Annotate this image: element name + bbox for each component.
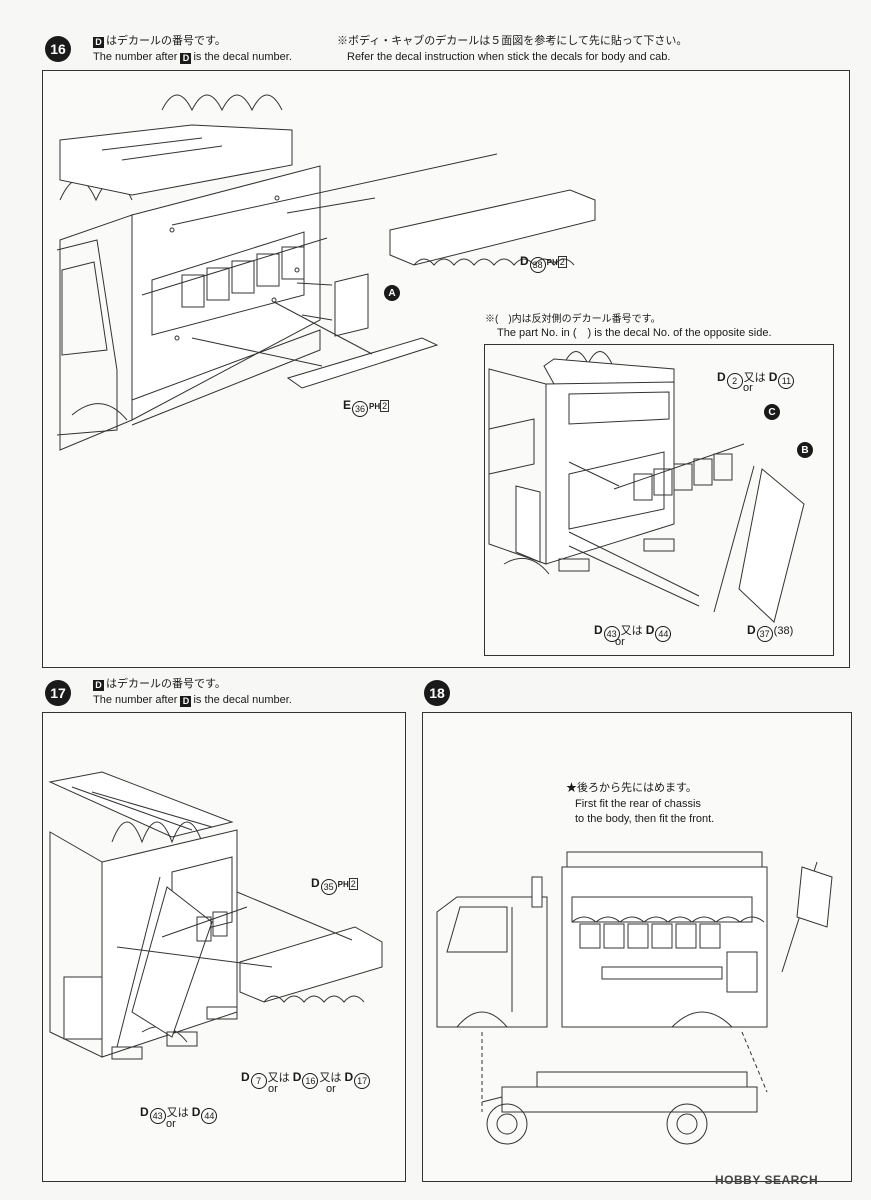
body-decal-ref-jp: ※ボディ・キャブのデカールは５面図を参考にして先に貼って下さい。 bbox=[337, 35, 688, 47]
step-number: 16 bbox=[45, 36, 71, 62]
step16-truck-body-drawing bbox=[56, 94, 596, 451]
watermark: HOBBY SEARCH bbox=[715, 1173, 819, 1187]
step17-awning-drawing bbox=[48, 771, 383, 1060]
part-c-badge: C bbox=[764, 404, 780, 420]
step16-opposite-side-drawing bbox=[488, 351, 805, 623]
decal-d-badge: D bbox=[93, 37, 104, 48]
fit-order-note-en-1: First fit the rear of chassis bbox=[575, 798, 701, 810]
opposite-side-note-en: The part No. in ( ) is the decal No. of … bbox=[497, 327, 772, 339]
part-b-badge: B bbox=[797, 442, 813, 458]
or-label: or bbox=[268, 1083, 278, 1095]
or-label: or bbox=[326, 1083, 336, 1095]
decal-d-badge: D bbox=[180, 53, 192, 64]
decal-d-badge: D bbox=[93, 680, 104, 691]
step-number: 18 bbox=[424, 680, 450, 706]
or-label: or bbox=[166, 1118, 176, 1130]
or-label: or bbox=[615, 636, 625, 648]
decal-d-badge: D bbox=[180, 696, 192, 707]
body-decal-ref-en: Refer the decal instruction when stick t… bbox=[347, 51, 671, 63]
opposite-side-note-jp: ※( )内は反対側のデカール番号です。 bbox=[485, 314, 661, 325]
step-number: 17 bbox=[45, 680, 71, 706]
step18-chassis-fit-drawing bbox=[436, 851, 833, 1145]
fit-order-note-en-2: to the body, then fit the front. bbox=[575, 813, 715, 825]
part-a-badge: A bbox=[384, 285, 400, 301]
or-label: or bbox=[743, 382, 753, 394]
fit-order-note-jp: ★後ろから先にはめます。 bbox=[566, 782, 697, 794]
